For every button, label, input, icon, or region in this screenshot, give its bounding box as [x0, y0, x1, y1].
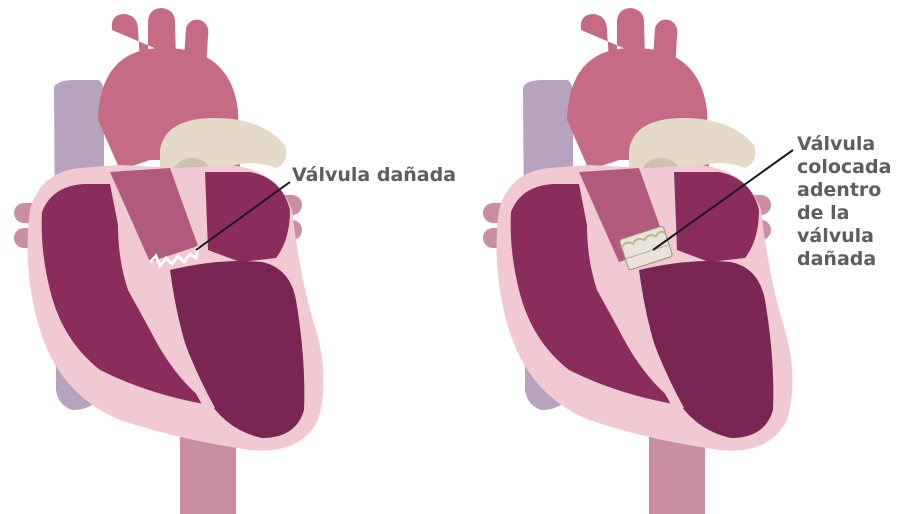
- heart-damaged-valve-illustration: Válvula dañada: [0, 0, 448, 514]
- heart-placed-valve-illustration: Válvula colocada adentro de la válvula d…: [449, 0, 897, 514]
- placed-valve-label: Válvula colocada adentro de la válvula d…: [797, 133, 891, 271]
- heart-damaged-svg: [0, 0, 448, 514]
- damaged-valve-label: Válvula dañada: [292, 164, 456, 187]
